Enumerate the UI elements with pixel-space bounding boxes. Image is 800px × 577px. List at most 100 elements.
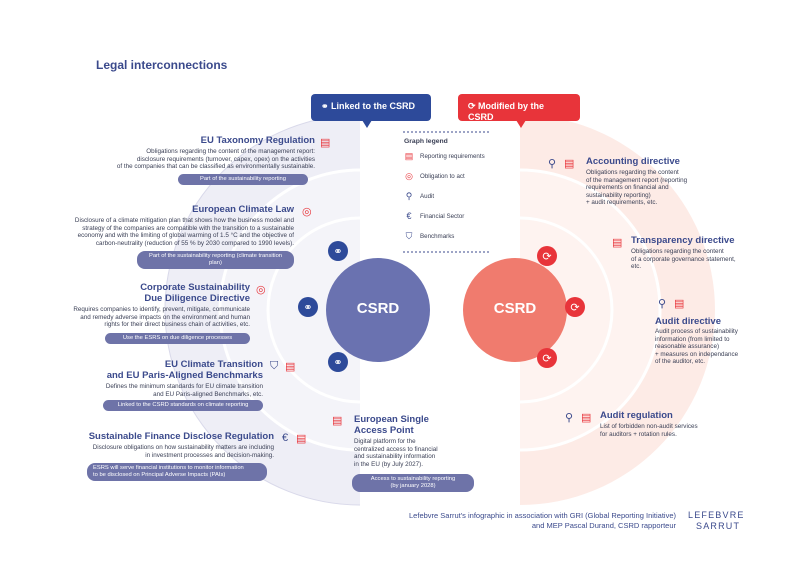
body-line: + audit requirements, etc.	[586, 199, 658, 207]
esap-pill: Access to sustainability reporting (by j…	[352, 474, 474, 492]
legend-label: Obligation to act	[420, 172, 465, 180]
legend-label: Benchmarks	[420, 232, 455, 240]
body-line: disclosure requirements (turnover, capex…	[136, 155, 315, 163]
pill-text: ESRS will serve financial institutions t…	[93, 465, 244, 471]
obligation-icon: ◎	[405, 170, 413, 181]
body-line: of the management report (reporting	[586, 176, 688, 184]
body-line: and EU Paris-aligned Benchmarks, etc.	[153, 390, 263, 398]
report-icon: ▤	[612, 237, 623, 249]
eu-taxonomy-block: EU Taxonomy Regulation Obligations regar…	[60, 135, 315, 171]
report-icon: ▤	[285, 361, 296, 373]
title-line: European Single	[354, 414, 429, 425]
benchmarks-body: Defines the minimum standards for EU cli…	[40, 383, 263, 398]
modify-arrow-icon: ⟳	[537, 348, 557, 368]
euro-icon: €	[406, 211, 412, 221]
report-icon: ▤	[404, 150, 414, 161]
benchmarks-title: EU Climate Transition and EU Paris-Align…	[40, 359, 263, 381]
legend-item: ⛉ Benchmarks	[404, 230, 494, 242]
right-mid-ring	[520, 170, 660, 450]
body-line: Obligations regarding the content of the…	[146, 148, 315, 155]
svg-text:⟳: ⟳	[542, 250, 551, 263]
sfdr-body: Disclosure obligations on how sustainabi…	[50, 444, 274, 459]
eu-taxonomy-pill: Part of the sustainability reporting	[178, 174, 308, 185]
legend-item: ⚲ Audit	[404, 190, 494, 202]
csrd-left-label: CSRD	[356, 300, 400, 317]
obligation-icon: ◎	[302, 206, 312, 218]
pill-text: Linked to the CSRD standards on climate …	[117, 402, 249, 408]
audit-regulation-title: Audit regulation	[600, 410, 673, 421]
climate-law-body: Disclosure of a climate mitigation plan …	[20, 217, 294, 247]
climate-law-block: European Climate Law Disclosure of a cli…	[20, 204, 294, 247]
csrd-left-circle	[326, 258, 430, 362]
modified-tag-label: Modified by the CSRD	[468, 101, 545, 122]
pill-text: Access to sustainability reporting	[370, 476, 456, 482]
body-line: strategy of the companies are compatible…	[82, 224, 294, 232]
obligation-icon: ◎	[256, 284, 266, 296]
body-line: sustainability reporting)	[586, 191, 651, 199]
body-line: requirements on financial and	[586, 184, 669, 192]
body-line: and remedy adverse impacts on the enviro…	[80, 313, 250, 321]
csddd-pill: Use the ESRS on due diligence processes	[105, 333, 250, 344]
accounting-directive-title: Accounting directive	[586, 156, 680, 167]
eu-taxonomy-body: Obligations regarding the content of the…	[60, 148, 315, 171]
body-line: in the EU (by July 2027).	[354, 460, 423, 468]
body-line: Audit process of sustainability	[655, 328, 738, 335]
body-line: carbon-neutrality (reduction of 55 % by …	[95, 239, 294, 247]
esap-title: European Single Access Point	[354, 414, 474, 436]
sfdr-pill: ESRS will serve financial institutions t…	[87, 463, 267, 481]
audit-regulation-block: Audit regulation List of forbidden non-a…	[600, 410, 730, 438]
footer-line: and MEP Pascal Durand, CSRD rapporteur	[531, 521, 676, 530]
climate-law-pill: Part of the sustainability reporting (cl…	[137, 251, 294, 269]
audit-icon: ⚲	[405, 190, 413, 201]
refresh-icon: ⟳	[468, 101, 479, 111]
audit-icon: ⚲	[658, 298, 667, 310]
title-line: EU Climate Transition	[164, 359, 263, 370]
link-arrow-icon: ⚭	[328, 241, 348, 261]
sfdr-title: Sustainable Finance Disclose Regulation	[88, 431, 274, 442]
body-line: for auditors + rotation rules.	[600, 430, 677, 438]
accounting-directive-body: Obligations regarding the content of the…	[586, 169, 726, 207]
report-icon: ▤	[674, 298, 685, 310]
body-line: Disclosure of a climate mitigation plan …	[74, 217, 294, 224]
title-line: Corporate Sustainability	[140, 282, 250, 293]
body-line: Digital platform for the	[354, 438, 416, 445]
logo-line: SARRUT	[696, 521, 741, 531]
footer-line: Lefebvre Sarrut's infographic in associa…	[409, 511, 676, 520]
body-line: economy and with the limiting of global …	[77, 232, 294, 240]
body-line: Requires companies to identify, prevent,…	[73, 306, 250, 313]
title-line: Due Diligence Directive	[144, 293, 250, 304]
shield-icon: ⛉	[270, 360, 279, 372]
legend-label: Financial Sector	[420, 212, 465, 220]
audit-icon: ⚲	[565, 412, 574, 424]
modify-arrow-icon: ⟳	[537, 246, 557, 266]
graph-legend: Graph legend ▤Reporting requirements ◎Ob…	[404, 138, 494, 242]
legend-item: ◎ Obligation to act	[404, 170, 494, 182]
link-icon: ⚭	[321, 101, 332, 111]
body-line: Disclosure obligations on how sustainabi…	[92, 444, 274, 451]
legend-label: Audit	[420, 192, 435, 200]
pill-text: to be disclosed on Principal Adverse Imp…	[93, 472, 226, 478]
climate-law-title: European Climate Law	[192, 204, 294, 215]
csddd-title: Corporate Sustainability Due Diligence D…	[40, 282, 250, 304]
lefebvre-sarrut-logo: LEFEBVRE SARRUT	[688, 510, 748, 532]
svg-text:⚭: ⚭	[333, 245, 342, 258]
pill-text: Part of the sustainability reporting (cl…	[148, 253, 283, 266]
transparency-directive-block: Transparency directive Obligations regar…	[631, 235, 771, 271]
body-line: centralized access to financial	[354, 445, 438, 453]
body-line: Defines the minimum standards for EU cli…	[105, 383, 263, 390]
report-icon: ▤	[320, 137, 331, 149]
legend-item: ▤Reporting requirements	[404, 150, 494, 162]
report-icon: ▤	[581, 412, 592, 424]
eu-taxonomy-title: EU Taxonomy Regulation	[200, 135, 315, 146]
shield-icon: ⛉	[405, 230, 413, 241]
audit-icon: ⚲	[548, 158, 557, 170]
sfdr-block: Sustainable Finance Disclose Regulation …	[50, 431, 274, 459]
transparency-directive-title: Transparency directive	[631, 235, 735, 246]
euro-icon: €	[282, 432, 289, 444]
audit-directive-title: Audit directive	[655, 316, 721, 327]
body-line: Obligations regarding the content	[631, 248, 724, 255]
report-icon: ▤	[564, 158, 575, 170]
modify-arrow-icon: ⟳	[565, 297, 585, 317]
benchmarks-block: EU Climate Transition and EU Paris-Align…	[40, 359, 263, 398]
logo-line: LEFEBVRE	[688, 510, 745, 520]
